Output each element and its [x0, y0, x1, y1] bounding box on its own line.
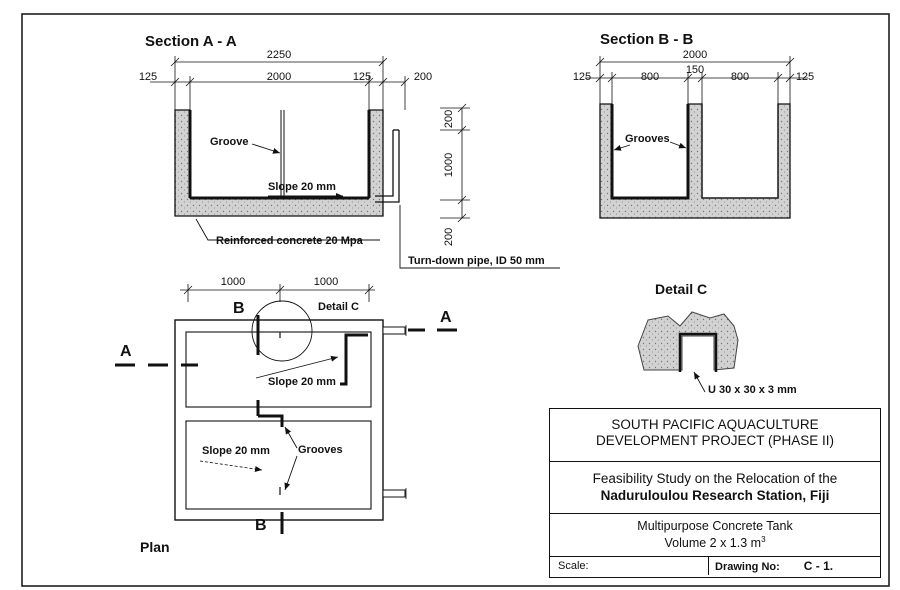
section-bb-dimensions: [585, 56, 808, 104]
scale-cell: Scale:: [550, 557, 709, 575]
grooves-leader-left: [613, 144, 631, 151]
slope-arrow-plan-top: [255, 355, 339, 379]
dim-plan-left: 1000: [221, 276, 245, 288]
section-aa-title: Section A - A: [145, 33, 237, 50]
label-grooves-bb: Grooves: [625, 133, 670, 145]
detail-c-figure: [637, 311, 739, 372]
plan-title: Plan: [140, 539, 170, 555]
project-line-2: DEVELOPMENT PROJECT (PHASE II): [595, 433, 835, 448]
detail-c-label: U 30 x 30 x 3 mm: [708, 384, 797, 396]
concrete-leader: [195, 218, 380, 241]
dim-aa-height: 1000: [443, 153, 455, 177]
dim-aa-wall-top: 200: [443, 110, 455, 128]
dim-aa-pipe-offset: 200: [414, 71, 432, 83]
section-mark-a-left: A: [120, 343, 132, 360]
grooves-leader-right: [669, 141, 687, 149]
drawing-number-cell: Drawing No: C - 1.: [709, 557, 880, 575]
study-line-2: Naduruloulou Research Station, Fiji: [600, 488, 830, 503]
label-detail-ref: Detail C: [318, 301, 359, 313]
dim-bb-middle: 150: [686, 64, 704, 76]
dim-aa-right: 125: [353, 71, 371, 83]
project-line-1: SOUTH PACIFIC AQUACULTURE: [611, 417, 819, 432]
title-block-project: SOUTH PACIFIC AQUACULTURE DEVELOPMENT PR…: [550, 409, 880, 462]
title-block-study: Feasibility Study on the Relocation of t…: [550, 462, 880, 514]
plan-pipes: [382, 325, 407, 499]
plan-section-lines: [115, 315, 457, 534]
label-grooves-plan: Grooves: [298, 444, 343, 456]
dim-plan-right: 1000: [314, 276, 338, 288]
dim-bb-left: 125: [573, 71, 591, 83]
plan-dimensions: [180, 284, 375, 302]
title-block-footer: Scale: Drawing No: C - 1.: [550, 557, 880, 575]
section-bb-tank: [599, 103, 791, 219]
dim-aa-base: 200: [443, 228, 455, 246]
section-bb-title: Section B - B: [600, 31, 694, 48]
scale-label: Scale:: [558, 560, 589, 572]
plan-tank: [174, 300, 384, 521]
drawing-no-label: Drawing No:: [715, 561, 780, 573]
section-mark-a-right: A: [440, 309, 452, 326]
dim-bb-cell-left: 800: [641, 71, 659, 83]
sheet-border: [21, 13, 890, 587]
study-line-1: Feasibility Study on the Relocation of t…: [592, 471, 838, 486]
dim-aa-left: 125: [139, 71, 157, 83]
label-slope-aa: Slope 20 mm: [268, 181, 336, 193]
label-concrete: Reinforced concrete 20 Mpa: [216, 235, 364, 247]
dim-bb-overall: 2000: [683, 49, 707, 61]
grooves-leader-plan-top: [284, 426, 298, 449]
section-mark-b-bottom: B: [255, 517, 267, 534]
section-mark-b-top: B: [233, 300, 245, 317]
dim-bb-cell-right: 800: [731, 71, 749, 83]
detail-c-title: Detail C: [655, 281, 707, 297]
drawing-title: Multipurpose Concrete Tank: [637, 519, 793, 533]
label-slope-plan-bottom: Slope 20 mm: [202, 445, 270, 457]
drawing-no: C - 1.: [803, 559, 834, 573]
label-groove: Groove: [210, 136, 249, 148]
label-slope-plan-top: Slope 20 mm: [268, 376, 336, 388]
dim-aa-inner: 2000: [267, 71, 291, 83]
slope-arrow-plan-bottom: [199, 460, 263, 472]
volume-sup: 3: [761, 535, 766, 544]
detail-c-leader: [693, 371, 706, 393]
label-pipe: Turn-down pipe, ID 50 mm: [408, 255, 545, 267]
groove-leader: [251, 143, 281, 154]
section-aa-dimensions: [150, 56, 470, 223]
dim-aa-overall: 2250: [267, 49, 291, 61]
pipe-leader: [399, 205, 560, 269]
grooves-leader-plan-bottom: [284, 455, 298, 491]
section-aa-tank: [174, 109, 400, 217]
title-block-drawing: Multipurpose Concrete Tank Volume 2 x 1.…: [550, 514, 880, 557]
volume-text: Volume 2 x 1.3 m: [664, 536, 762, 551]
title-block: SOUTH PACIFIC AQUACULTURE DEVELOPMENT PR…: [549, 408, 881, 578]
dim-bb-right: 125: [796, 71, 814, 83]
